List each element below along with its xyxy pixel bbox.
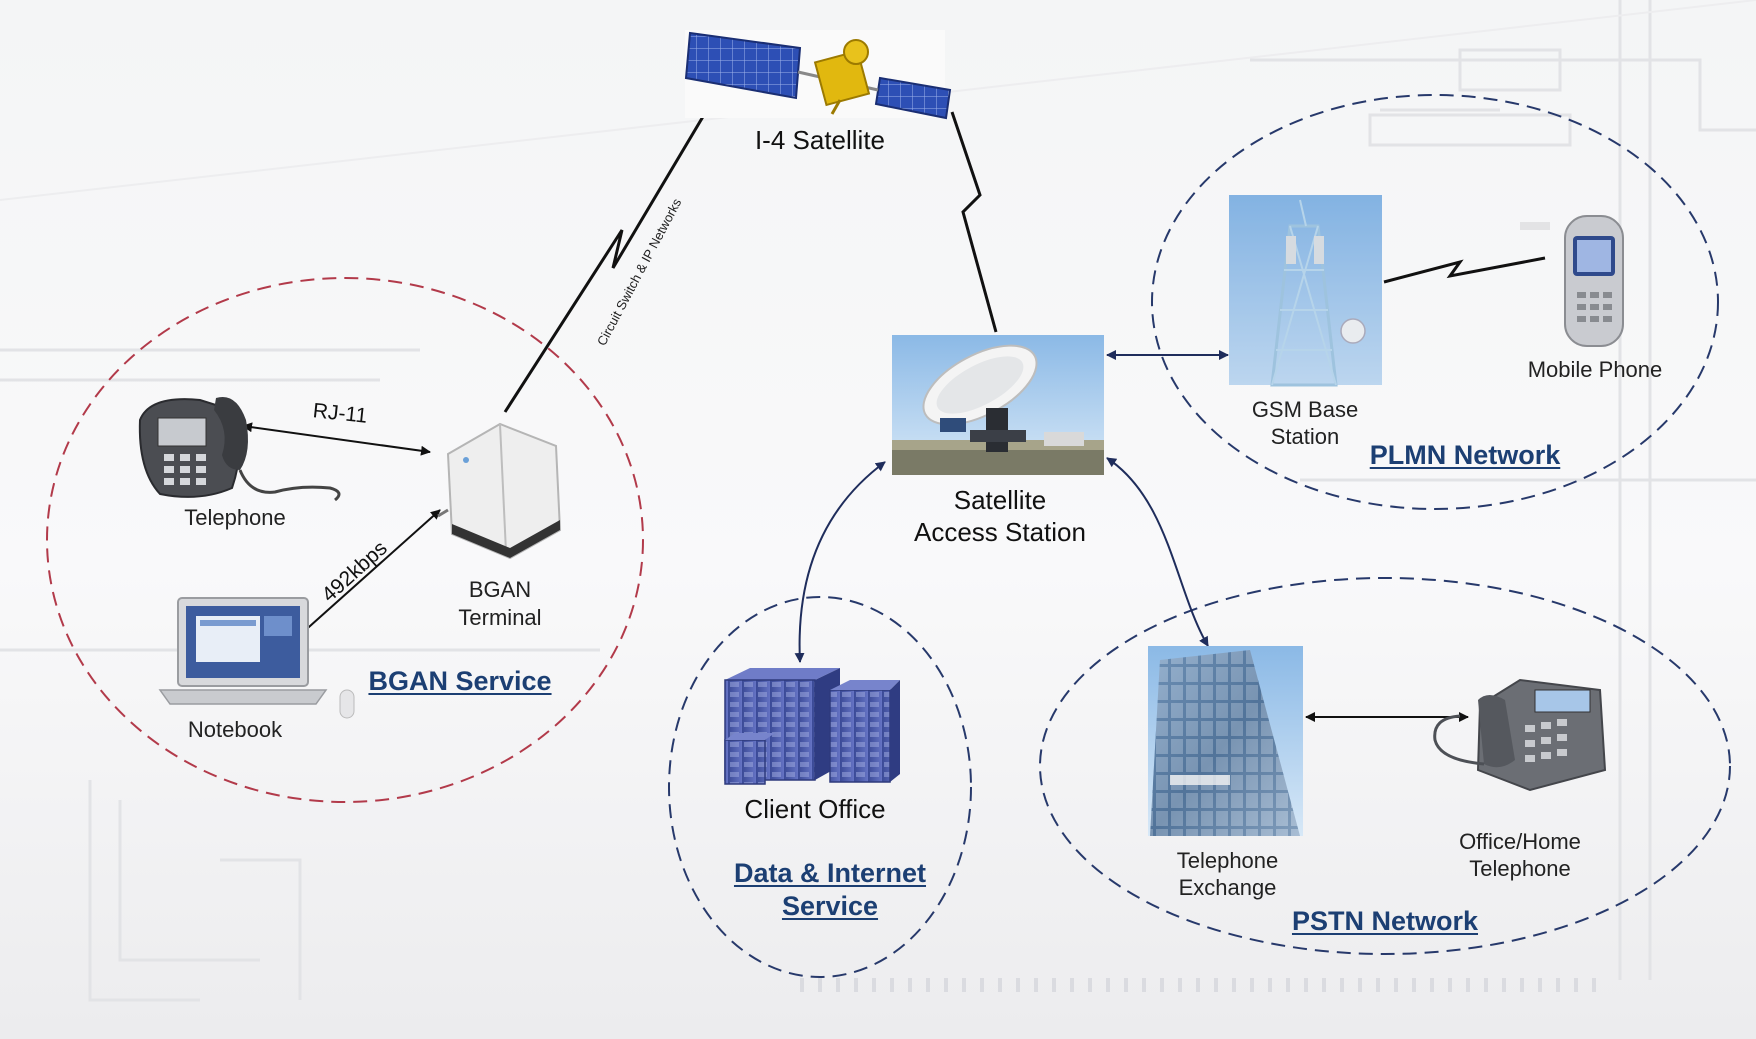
telephone-label: Telephone [184, 505, 286, 530]
plmn-network-label: PLMN Network [1369, 440, 1561, 470]
satellite-icon [684, 30, 952, 120]
bgan-terminal-label-line1: BGAN [468, 577, 532, 602]
bgan-service-ring [46, 277, 644, 803]
office-phone-label-line1: Office/Home [1459, 829, 1581, 854]
exchange-label-line1: Telephone [1176, 848, 1279, 873]
gsm-tower-icon [1229, 195, 1382, 387]
notebook-label: Notebook [187, 717, 283, 742]
gsm-radio-link [1383, 256, 1546, 284]
office-phone-label-line2: Telephone [1469, 856, 1571, 881]
uplink-bgan-satellite [503, 87, 722, 413]
bgan-terminal-label-line2: Terminal [458, 605, 542, 630]
notebook-icon [158, 597, 355, 719]
access-station-label-line2: Access Station [914, 517, 1086, 547]
client-office-label: Client Office [744, 794, 886, 824]
mobile-phone-label: Mobile Phone [1527, 357, 1663, 382]
plmn-network-ring [1151, 94, 1719, 510]
dish-icon [892, 335, 1104, 475]
pstn-network-label: PSTN Network [1291, 906, 1479, 936]
data-service-label-line2: Service [781, 891, 879, 921]
link-phone-terminal [242, 422, 431, 456]
pstn-network-ring [1039, 577, 1731, 955]
downlink-satellite-station [950, 111, 998, 333]
access-station-label-line1: Satellite [953, 485, 1047, 515]
satellite-label: I-4 Satellite [754, 125, 886, 155]
link-notebook-terminal [290, 509, 441, 644]
exchange-label-line2: Exchange [1178, 875, 1277, 900]
office-phone-icon [1433, 678, 1607, 792]
bgan-service-label: BGAN Service [368, 666, 552, 696]
mobile-phone-icon [1520, 215, 1624, 347]
telephone-icon [138, 396, 341, 502]
bgan-terminal-icon [437, 422, 562, 560]
office-building-icon [724, 668, 900, 785]
exchange-building-icon [1148, 646, 1303, 836]
gsm-base-label-line1: GSM Base [1251, 397, 1359, 422]
data-service-label-line1: Data & Internet [733, 858, 927, 888]
link-station-office [794, 461, 886, 663]
link-station-exchange [1106, 457, 1209, 647]
background-decoration [0, 0, 1756, 1002]
gsm-base-label-line2: Station [1270, 424, 1340, 449]
